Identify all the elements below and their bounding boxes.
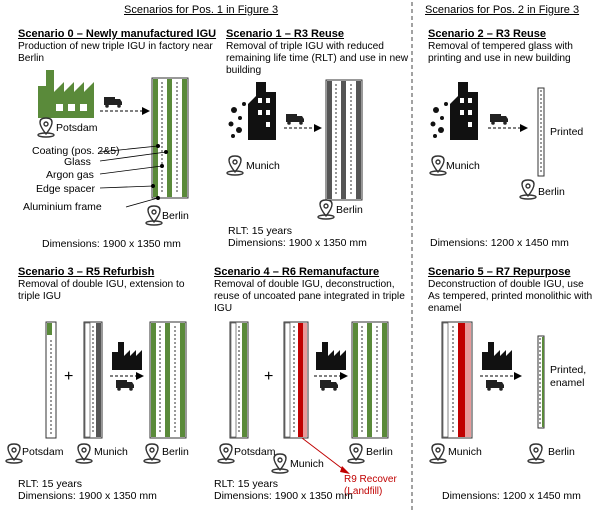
scenario4-triple-igu <box>351 321 389 439</box>
scenario4-rlt: RLT: 15 years <box>214 478 278 490</box>
label-aluminium-frame: Aluminium frame <box>23 201 102 213</box>
scenario4-title: Scenario 4 – R6 Remanufacture <box>214 266 380 278</box>
scenario3-description: Removal of double IGU, extension to trip… <box>18 279 185 302</box>
scenario3-plus: + <box>64 368 74 385</box>
scenario4-destination: Berlin <box>366 446 393 458</box>
factory-icon <box>482 342 512 370</box>
header-left: Scenarios for Pos. 1 in Figure 3 <box>124 4 279 16</box>
location-pin-icon <box>429 443 447 464</box>
scenario2-destination: Berlin <box>538 186 565 198</box>
scenario0-origin: Potsdam <box>56 122 98 134</box>
location-pin-icon <box>527 443 545 464</box>
scenario3-rlt: RLT: 15 years <box>18 478 82 490</box>
scenario5-description: Deconstruction of double IGU, use As tem… <box>428 279 593 314</box>
scenario5-pane-label: Printed, enamel <box>550 364 587 389</box>
location-pin-icon <box>226 155 244 176</box>
location-pin-icon <box>347 443 365 464</box>
demolition-building-icon <box>228 82 276 140</box>
scenario1-triple-igu <box>325 79 363 201</box>
scenario4-origin-a: Potsdam <box>234 446 276 458</box>
scenario3-triple-igu <box>149 321 187 439</box>
scenario2-pane-label: Printed <box>550 126 584 138</box>
scenario5-printed-enamel-pane <box>537 335 545 429</box>
scenario1-dimensions: Dimensions: 1900 x 1350 mm <box>228 237 367 249</box>
scenario2-dimensions: Dimensions: 1200 x 1450 mm <box>430 237 569 249</box>
scenario5-dimensions: Dimensions: 1200 x 1450 mm <box>442 490 581 502</box>
scenario2-printed-pane <box>537 87 545 177</box>
scenario0-dimensions: Dimensions: 1900 x 1350 mm <box>42 238 181 250</box>
factory-icon <box>38 70 94 118</box>
scenario3-dimensions: Dimensions: 1900 x 1350 mm <box>18 490 157 502</box>
scenario0-triple-igu <box>151 77 189 199</box>
scenario4-origin-b: Munich <box>290 458 324 470</box>
location-pin-icon <box>145 205 163 226</box>
scenario3-origin-a: Potsdam <box>22 446 64 458</box>
scenario1-description: Removal of triple IGU with reduced remai… <box>226 41 409 76</box>
location-pin-icon <box>217 443 235 464</box>
scenario2-title: Scenario 2 – R3 Reuse <box>428 28 547 40</box>
label-coating: Coating (pos. 2&5) <box>32 145 120 157</box>
demolition-building-icon <box>430 82 478 140</box>
scenario1-title: Scenario 1 – R3 Reuse <box>226 28 345 40</box>
location-pin-icon <box>143 443 161 464</box>
factory-icon <box>316 342 346 370</box>
label-argon-gas: Argon gas <box>46 169 94 181</box>
location-pin-icon <box>317 199 335 220</box>
truck-icon <box>116 380 134 391</box>
scenario5-double-igu-red <box>441 321 473 439</box>
scenario3-origin-b: Munich <box>94 446 128 458</box>
scenario5-origin: Munich <box>448 446 482 458</box>
location-pin-icon <box>429 155 447 176</box>
location-pin-icon <box>5 443 23 464</box>
location-pin-icon <box>37 117 55 138</box>
scenario4-double-pane-green <box>229 321 249 439</box>
label-edge-spacer: Edge spacer <box>36 183 95 195</box>
scenario1-destination: Berlin <box>336 204 363 216</box>
truck-icon <box>486 380 504 391</box>
location-pin-icon <box>519 179 537 200</box>
scenario4-description: Removal of double IGU, deconstruction, r… <box>214 279 405 314</box>
scenario4-dimensions: Dimensions: 1900 x 1350 mm <box>214 490 353 502</box>
scenario0-title: Scenario 0 – Newly manufactured IGU <box>18 28 217 40</box>
scenario5-title: Scenario 5 – R7 Repurpose <box>428 266 571 278</box>
scenario0-description: Production of new triple IGU in factory … <box>18 41 213 64</box>
scenario3-title: Scenario 3 – R5 Refurbish <box>18 266 155 278</box>
scenario0-destination: Berlin <box>162 210 189 222</box>
scenario4-double-igu-red <box>283 321 309 439</box>
factory-icon <box>112 342 142 370</box>
scenario3-double-igu <box>83 321 103 439</box>
scenario1-rlt: RLT: 15 years <box>228 225 292 237</box>
scenario2-description: Removal of tempered glass with printing … <box>428 41 573 64</box>
scenario3-destination: Berlin <box>162 446 189 458</box>
location-pin-icon <box>75 443 93 464</box>
scenario4-recover-label: R9 Recover (Landfill) <box>344 474 397 497</box>
location-pin-icon <box>271 453 289 474</box>
truck-icon <box>490 114 508 125</box>
label-glass: Glass <box>64 156 91 168</box>
scenario4-plus: + <box>264 368 274 385</box>
header-right: Scenarios for Pos. 2 in Figure 3 <box>425 4 580 16</box>
truck-icon <box>320 380 338 391</box>
scenario1-origin: Munich <box>246 160 280 172</box>
truck-icon <box>104 97 122 108</box>
scenario5-destination: Berlin <box>548 446 575 458</box>
scenario3-single-pane <box>45 321 57 439</box>
scenario2-origin: Munich <box>446 160 480 172</box>
truck-icon <box>286 114 304 125</box>
